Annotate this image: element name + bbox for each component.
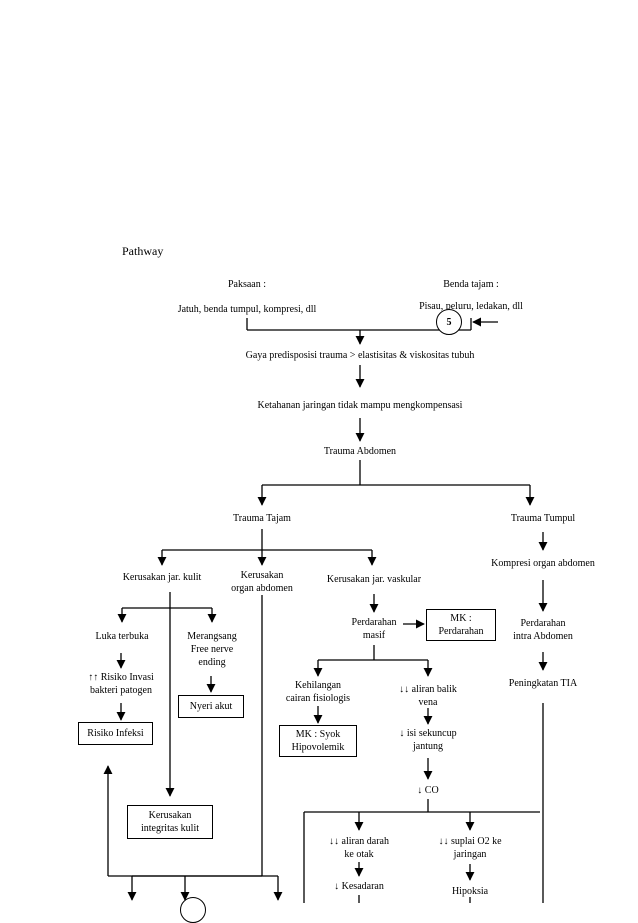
isi-sekuncup-node: ↓ isi sekuncup jantung bbox=[399, 727, 456, 753]
hipoksia-node: Hipoksia bbox=[451, 886, 489, 897]
trauma-tumpul-node: Trauma Tumpul bbox=[510, 513, 576, 524]
merangsang-node: Merangsang Free nerve ending bbox=[187, 630, 236, 669]
kehilangan-line-2: cairan fisiologis bbox=[285, 693, 351, 704]
merangsang-line-1: Merangsang bbox=[187, 631, 237, 642]
trauma-tajam-node: Trauma Tajam bbox=[233, 513, 291, 524]
merangsang-line-3: ending bbox=[198, 657, 226, 668]
kompresi-node: Kompresi organ abdomen bbox=[491, 558, 595, 569]
pathway-connectors bbox=[103, 317, 548, 903]
kehilangan-node: Kehilangan cairan fisiologis bbox=[286, 679, 350, 705]
risiko-invasi-node: ↑↑ Risiko Invasi bakteri patogen bbox=[88, 671, 154, 697]
perdarahan-masif-node: Perdarahan masif bbox=[352, 616, 397, 642]
kesadaran-node: ↓ Kesadaran bbox=[334, 881, 384, 892]
aliran-darah-node: ↓↓ aliran darah ke otak bbox=[329, 835, 389, 861]
ketahanan-node: Ketahanan jaringan tidak mampu mengkompe… bbox=[257, 400, 463, 411]
aliran-balik-line-2: vena bbox=[418, 697, 438, 708]
trauma-abdomen-node: Trauma Abdomen bbox=[323, 446, 397, 457]
aliran-balik-line-1: ↓↓ aliran balik bbox=[399, 684, 457, 695]
peningkatan-tia-node: Peningkatan TIA bbox=[508, 678, 578, 689]
aliran-darah-line-1: ↓↓ aliran darah bbox=[329, 836, 389, 847]
co-node: ↓ CO bbox=[417, 785, 439, 796]
mk-syok-line-2: Hipovolemik bbox=[291, 742, 345, 753]
aliran-darah-line-2: ke otak bbox=[344, 849, 374, 860]
perdarahan-intra-line-2: intra Abdomen bbox=[513, 631, 573, 642]
risiko-infeksi-box: Risiko Infeksi bbox=[78, 722, 153, 745]
kerusakan-organ-line-2: organ abdomen bbox=[231, 583, 293, 594]
paksaan-label: Paksaan : bbox=[227, 279, 267, 290]
isi-sekuncup-line-1: ↓ isi sekuncup bbox=[399, 728, 457, 739]
kerusakan-vaskular-node: Kerusakan jar. vaskular bbox=[326, 574, 422, 585]
benda-tajam-label: Benda tajam : bbox=[443, 279, 499, 290]
suplai-line-2: jaringan bbox=[453, 849, 487, 860]
mk-perdarahan-line-2: Perdarahan bbox=[438, 626, 484, 637]
gaya-node: Gaya predisposisi trauma > elastisitas &… bbox=[245, 350, 475, 361]
connector-circle-bottom bbox=[180, 897, 206, 923]
perdarahan-masif-line-1: Perdarahan bbox=[351, 617, 397, 628]
kerusakan-organ-node: Kerusakan organ abdomen bbox=[231, 569, 293, 595]
perdarahan-intra-line-1: Perdarahan bbox=[520, 618, 566, 629]
luka-node: Luka terbuka bbox=[95, 631, 149, 642]
mk-perdarahan-box: MK : Perdarahan bbox=[426, 609, 496, 641]
integritas-line-1: Kerusakan bbox=[148, 810, 192, 821]
perdarahan-intra-node: Perdarahan intra Abdomen bbox=[513, 617, 573, 643]
mk-syok-line-1: MK : Syok bbox=[295, 729, 341, 740]
pisau-label: Pisau, peluru, ledakan, dll bbox=[419, 301, 523, 312]
nyeri-akut-box: Nyeri akut bbox=[178, 695, 244, 718]
perdarahan-masif-line-2: masif bbox=[362, 630, 386, 641]
page-heading: Pathway bbox=[122, 244, 164, 258]
integritas-line-2: integritas kulit bbox=[140, 823, 200, 834]
connector-circle-5: 5 bbox=[436, 309, 462, 335]
aliran-balik-node: ↓↓ aliran balik vena bbox=[399, 683, 457, 709]
mk-syok-box: MK : Syok Hipovolemik bbox=[279, 725, 357, 757]
kerusakan-organ-line-1: Kerusakan bbox=[240, 570, 284, 581]
suplai-line-1: ↓↓ suplai O2 ke bbox=[438, 836, 502, 847]
isi-sekuncup-line-2: jantung bbox=[413, 741, 443, 752]
risiko-invasi-line-2: bakteri patogen bbox=[90, 685, 152, 696]
suplai-o2-node: ↓↓ suplai O2 ke jaringan bbox=[438, 835, 501, 861]
merangsang-line-2: Free nerve bbox=[190, 644, 234, 655]
kerusakan-integritas-box: Kerusakan integritas kulit bbox=[127, 805, 213, 839]
kehilangan-line-1: Kehilangan bbox=[294, 680, 342, 691]
risiko-invasi-line-1: ↑↑ Risiko Invasi bbox=[88, 672, 154, 683]
jatuh-label: Jatuh, benda tumpul, kompresi, dll bbox=[177, 304, 317, 315]
kerusakan-kulit-node: Kerusakan jar. kulit bbox=[122, 572, 202, 583]
mk-perdarahan-line-1: MK : bbox=[450, 613, 472, 624]
